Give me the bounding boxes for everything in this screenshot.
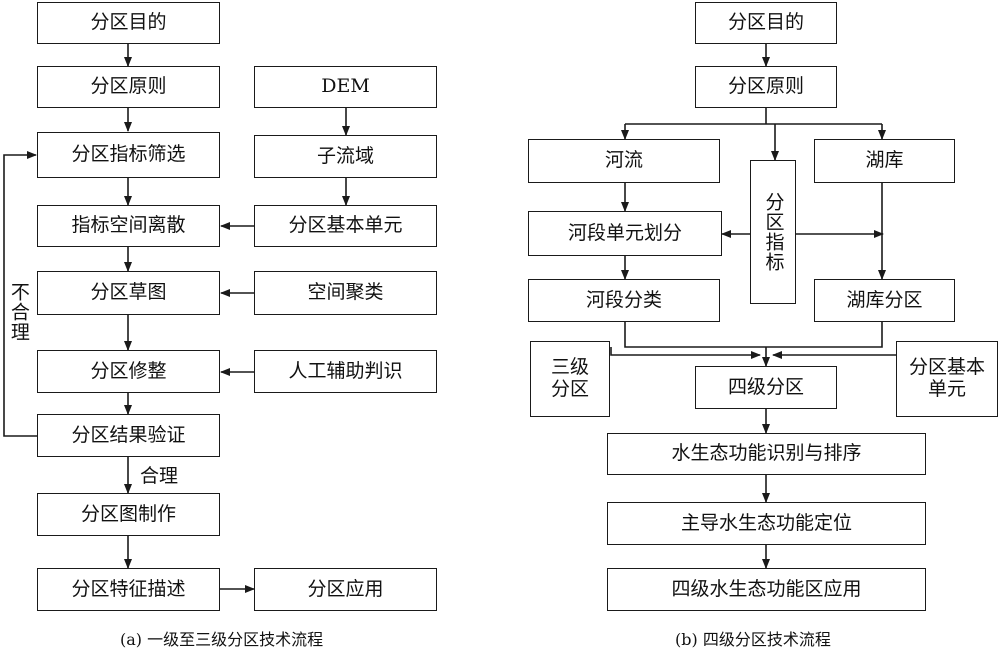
right-reach-classification-label: 河段分类 <box>585 288 662 311</box>
left-manual-aid-label: 人工辅助判识 <box>288 359 403 382</box>
right-function-application-box: 四级水生态功能区应用 <box>607 568 926 611</box>
left-basic-unit-box: 分区基本单元 <box>254 205 437 247</box>
left-reasonable-label: 合理 <box>140 465 179 487</box>
right-function-application-label: 四级水生态功能区应用 <box>671 577 862 600</box>
line-r-reachclass-merge <box>624 322 883 348</box>
left-subbasin-label: 子流域 <box>316 144 374 167</box>
right-caption: (b) 四级分区技术流程 <box>675 630 831 649</box>
left-dem-box: DEM <box>254 66 437 108</box>
right-lake-zoning-box: 湖库分区 <box>814 279 955 322</box>
right-lake-zoning-label: 湖库分区 <box>846 288 923 311</box>
arrow-unreasonable-loop <box>3 151 37 437</box>
arrow-r-level3-to-level4 <box>610 347 761 359</box>
right-basic-unit-box: 分区基本单元 <box>896 341 998 417</box>
left-validation-box: 分区结果验证 <box>37 414 220 457</box>
right-river-label: 河流 <box>604 149 643 172</box>
left-feature-description-label: 分区特征描述 <box>71 577 186 600</box>
right-goal-box: 分区目的 <box>695 2 837 44</box>
right-basic-unit-label: 分区基本单元 <box>908 356 985 400</box>
left-refine-label: 分区修整 <box>90 359 167 382</box>
right-reach-division-label: 河段单元划分 <box>567 221 682 244</box>
right-principle-label: 分区原则 <box>727 75 804 98</box>
right-lake-label: 湖库 <box>865 149 904 172</box>
right-reach-classification-box: 河段分类 <box>528 279 720 322</box>
left-indicator-screening-label: 分区指标筛选 <box>71 143 186 166</box>
left-subbasin-box: 子流域 <box>254 135 437 178</box>
right-indicator-box: 分区指标 <box>750 160 796 304</box>
left-spatial-discretization-label: 指标空间离散 <box>71 214 186 237</box>
right-goal-label: 分区目的 <box>727 11 804 34</box>
left-goal-label: 分区目的 <box>90 11 167 34</box>
left-draft-map-box: 分区草图 <box>37 271 220 315</box>
left-basic-unit-label: 分区基本单元 <box>288 214 403 237</box>
left-principle-box: 分区原则 <box>37 66 220 108</box>
left-validation-label: 分区结果验证 <box>71 423 186 446</box>
left-goal-box: 分区目的 <box>37 2 220 44</box>
left-caption: (a) 一级至三级分区技术流程 <box>120 630 324 649</box>
left-refine-box: 分区修整 <box>37 350 220 393</box>
left-feature-description-box: 分区特征描述 <box>37 568 220 611</box>
right-reach-division-box: 河段单元划分 <box>528 211 722 256</box>
right-level4-label: 四级分区 <box>727 375 804 398</box>
left-manual-aid-box: 人工辅助判识 <box>254 350 437 393</box>
right-dominant-function-box: 主导水生态功能定位 <box>607 502 926 545</box>
left-unreasonable-label: 不合理 <box>7 282 30 342</box>
right-principle-box: 分区原则 <box>695 66 837 108</box>
left-dem-label: DEM <box>321 75 370 98</box>
right-function-identification-box: 水生态功能识别与排序 <box>607 433 926 475</box>
right-lake-box: 湖库 <box>814 139 955 183</box>
right-dominant-function-label: 主导水生态功能定位 <box>680 511 852 534</box>
left-indicator-screening-box: 分区指标筛选 <box>37 132 220 178</box>
left-spatial-discretization-box: 指标空间离散 <box>37 205 220 247</box>
right-level3-label: 三级分区 <box>550 356 589 400</box>
right-level3-box: 三级分区 <box>530 341 610 417</box>
right-river-box: 河流 <box>528 139 720 183</box>
left-spatial-clustering-label: 空间聚类 <box>307 281 384 304</box>
left-principle-label: 分区原则 <box>90 75 167 98</box>
left-application-label: 分区应用 <box>307 577 384 600</box>
left-mapping-box: 分区图制作 <box>37 493 220 536</box>
right-indicator-label: 分区指标 <box>762 192 785 272</box>
left-mapping-label: 分区图制作 <box>80 502 176 525</box>
left-spatial-clustering-box: 空间聚类 <box>254 271 437 315</box>
left-draft-map-label: 分区草图 <box>90 281 167 304</box>
right-function-identification-label: 水生态功能识别与排序 <box>671 442 862 465</box>
left-application-box: 分区应用 <box>254 568 437 611</box>
right-level4-box: 四级分区 <box>695 366 837 409</box>
